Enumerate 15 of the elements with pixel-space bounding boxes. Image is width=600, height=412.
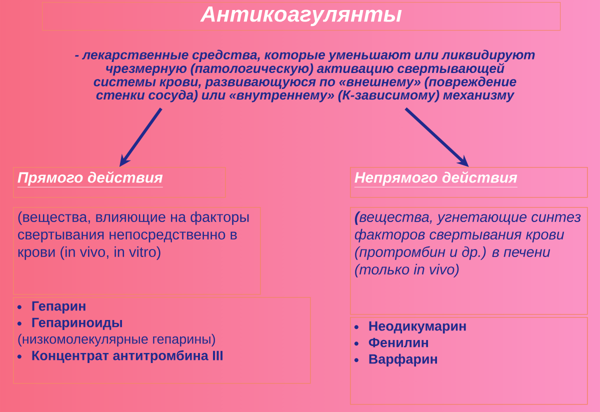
description-box: (вещества, влияющие на факторы свертывания непосредственно в крови (in vivo, in vitro) [13, 206, 261, 295]
heading-box: Непрямого действия [350, 167, 588, 198]
heading-box: Прямого действия [13, 167, 226, 198]
list-box [13, 297, 311, 384]
list-item: Варфарин [354, 354, 437, 366]
title-box: Антикоагулянты [42, 2, 561, 31]
list-item: (низкомолекулярные гепарины) [18, 334, 215, 346]
description-box: (вещества, угнетающие синтез факторов свертывания крови (протромбин и др.) в печени (только in vivo) [350, 206, 588, 315]
list-item: Фенилин [354, 338, 428, 348]
list-item: Гепарин [17, 301, 86, 314]
list-box [350, 317, 588, 405]
list-item: Гепариноиды [17, 318, 122, 330]
definition-text: - лекарственные средства, которые уменьшают или ликвидируют чрезмерную (патологическую) активацию свертывающей системы крови, развивающуюся по «внешнему» (повреждение стенки сосуда) или «внутреннему» (К-зависимому) механизму [75, 50, 535, 102]
list-item: Концентрат антитромбина III [17, 350, 222, 363]
list-item: Неодикумарин [354, 321, 466, 334]
